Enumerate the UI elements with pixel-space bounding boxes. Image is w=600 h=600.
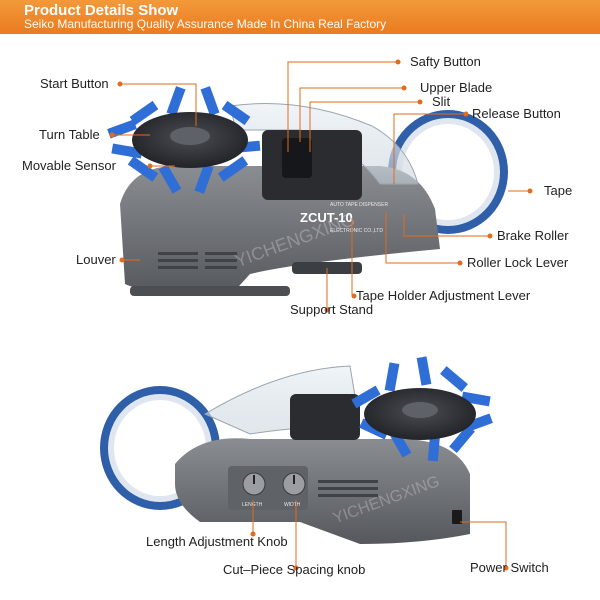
label-brake-roller: Brake Roller bbox=[497, 228, 569, 243]
label-safty-button: Safty Button bbox=[410, 54, 481, 69]
product-illustrations: ZCUT-10 AUTO TAPE DISPENSER ELECTRONIC C… bbox=[100, 59, 533, 571]
label-length-knob: Length Adjustment Knob bbox=[146, 534, 288, 549]
label-release-button: Release Button bbox=[472, 106, 561, 121]
label-support-stand: Support Stand bbox=[290, 302, 374, 317]
label-slit: Slit bbox=[432, 94, 451, 109]
header-subtitle: Seiko Manufacturing Quality Assurance Ma… bbox=[24, 17, 387, 31]
label-start-button: Start Button bbox=[40, 76, 109, 91]
label-tape-holder-lever: Tape Holder Adjustment Lever bbox=[356, 288, 531, 303]
power-switch-shape bbox=[452, 510, 462, 524]
dispenser-body-top bbox=[120, 166, 440, 296]
label-roller-lock-lever: Roller Lock Lever bbox=[467, 255, 569, 270]
turntable-top bbox=[107, 86, 261, 194]
brand-logo-top: ZCUT-10 bbox=[300, 210, 353, 225]
label-louver: Louver bbox=[76, 252, 116, 267]
label-turn-table: Turn Table bbox=[39, 127, 100, 142]
label-upper-blade: Upper Blade bbox=[420, 80, 493, 95]
callout-lines bbox=[112, 61, 530, 568]
dispenser-body-bottom bbox=[175, 438, 470, 544]
callout-dots bbox=[109, 59, 533, 571]
header-title: Product Details Show bbox=[24, 2, 179, 19]
label-power-switch: Power Switch bbox=[470, 560, 549, 575]
label-spacing-knob: Cut–Piece Spacing knob bbox=[223, 562, 366, 577]
width-knob-caption: WIDTH bbox=[284, 502, 301, 508]
product-stage: ZCUT-10 AUTO TAPE DISPENSER ELECTRONIC C… bbox=[0, 34, 600, 600]
model-caption: AUTO TAPE DISPENSER bbox=[330, 202, 388, 208]
maker-caption: ELECTRONIC CO.,LTD bbox=[330, 228, 383, 234]
louver-vents bbox=[158, 252, 237, 269]
length-knob-caption: LENGTH bbox=[242, 502, 263, 508]
label-movable-sensor: Movable Sensor bbox=[22, 158, 116, 173]
label-tape: Tape bbox=[544, 183, 573, 198]
turntable-bottom bbox=[351, 356, 493, 462]
header-banner: Product Details Show Seiko Manufacturing… bbox=[0, 0, 600, 34]
